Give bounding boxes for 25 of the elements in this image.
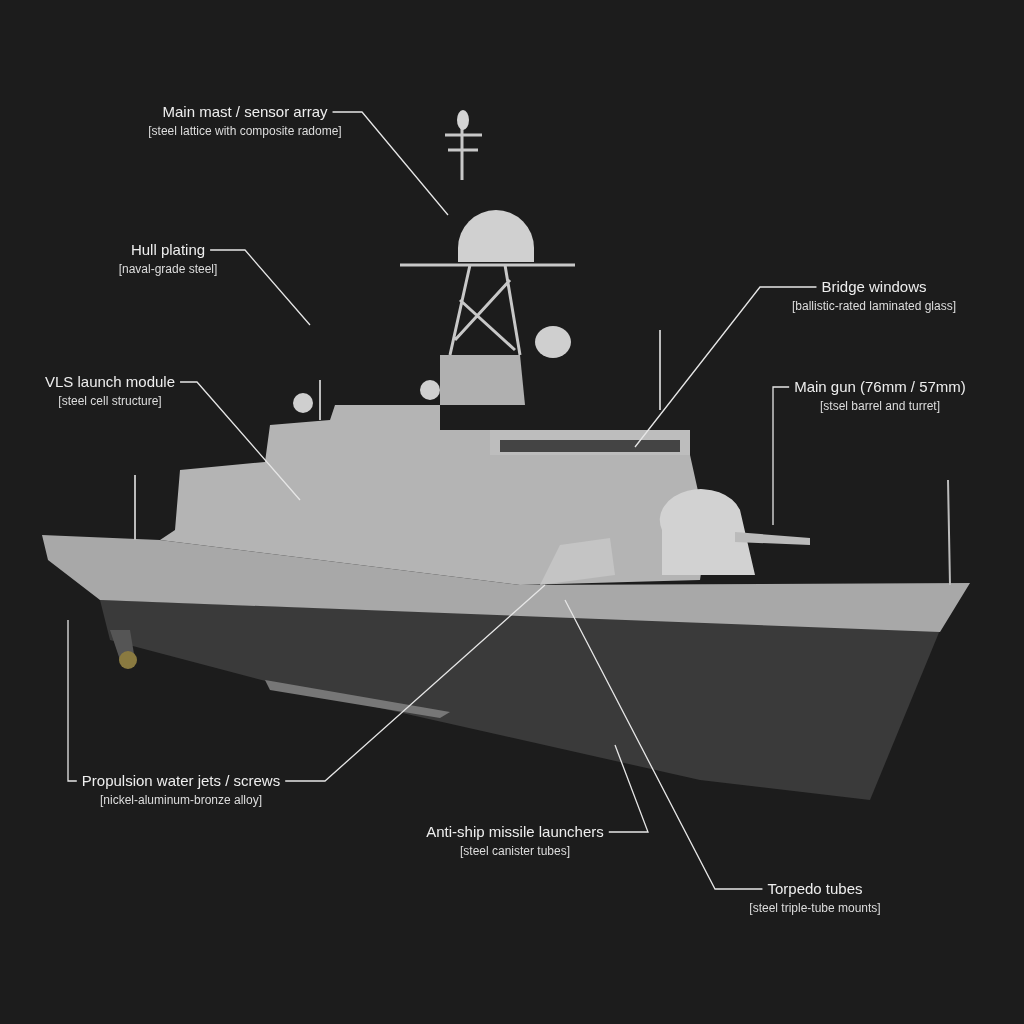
- part-name: Propulsion water jets / screws: [81, 772, 281, 790]
- leader-line: [634, 286, 818, 448]
- material-note: [nickel-aluminum-bronze alloy]: [99, 792, 263, 808]
- material-note: [steel cell structure]: [58, 393, 162, 409]
- leader-line: [67, 619, 78, 782]
- leader-line: [209, 249, 311, 326]
- leader-line: [608, 744, 649, 833]
- material-note: [steel canister tubes]: [459, 843, 571, 859]
- part-name: Hull plating: [130, 241, 206, 259]
- leader-line: [564, 599, 764, 890]
- part-name: VLS launch module: [44, 373, 176, 391]
- material-note: [ballistic-rated laminated glass]: [791, 298, 957, 314]
- material-note: [naval-grade steel]: [118, 261, 218, 277]
- leader-line: [331, 111, 449, 216]
- material-note: [stsel barrel and turret]: [819, 398, 941, 414]
- material-note: [steel lattice with composite radome]: [148, 123, 342, 139]
- leader-line: [284, 584, 546, 782]
- leader-line: [772, 386, 790, 526]
- part-name: Anti-ship missile launchers: [426, 823, 604, 841]
- leader-line: [179, 381, 301, 501]
- material-note: [steel triple-tube mounts]: [749, 900, 881, 916]
- part-name: Main gun (76mm / 57mm): [794, 378, 966, 396]
- part-name: Main mast / sensor array: [162, 103, 328, 121]
- part-name: Bridge windows: [821, 278, 927, 296]
- part-name: Torpedo tubes: [767, 880, 863, 898]
